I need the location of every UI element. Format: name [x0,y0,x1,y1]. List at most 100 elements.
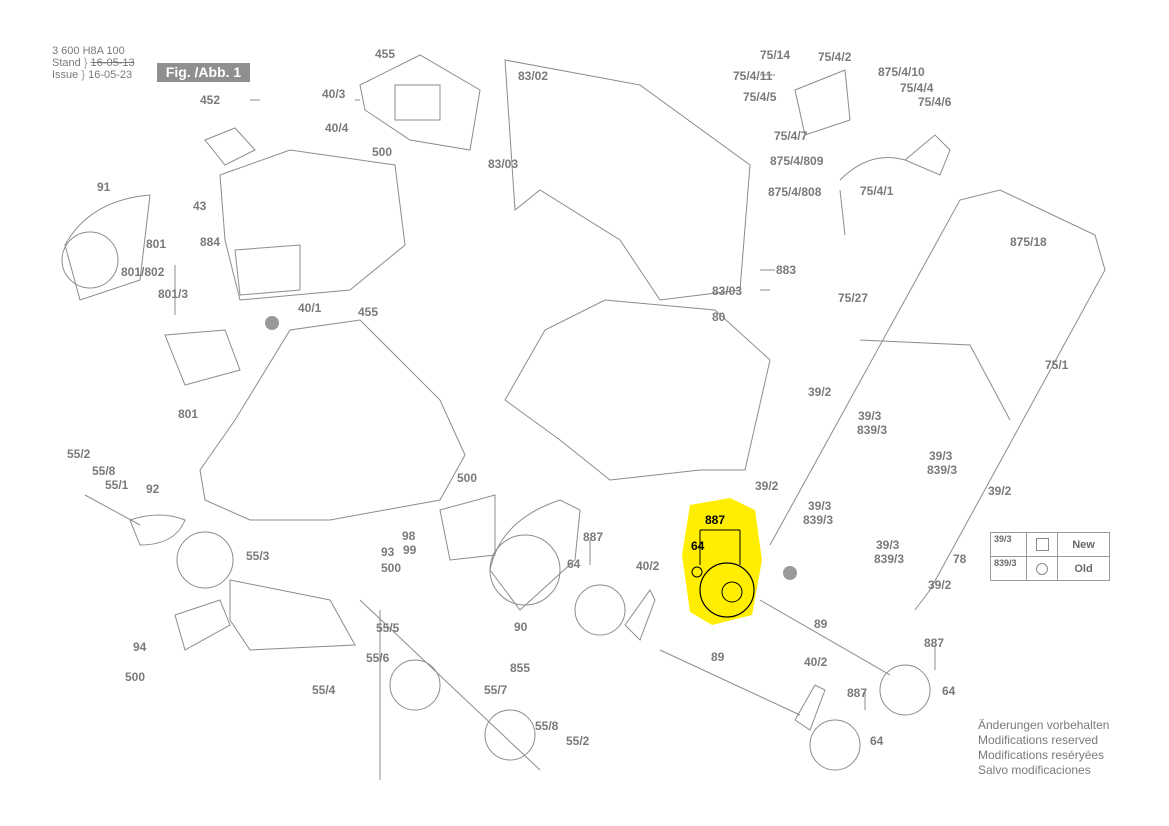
part-label: 39/3 [929,449,953,463]
part-label: 55/7 [484,683,508,697]
doc-number: 3 600 H8A 100 [52,45,125,57]
lever-40-2-drawing [624,589,656,641]
part-label: 55/2 [566,734,590,748]
part-label: 500 [381,561,401,575]
part-label: 883 [776,263,796,277]
part-label: 90 [514,620,528,634]
part-label: 839/3 [857,423,887,437]
part-label: 75/4/1 [860,184,894,198]
part-label: 39/2 [755,479,779,493]
cover-window-drawing [394,84,441,121]
circle-icon [1036,562,1048,575]
highlighted-wheel-hub [721,581,743,603]
part-label: 83/03 [488,157,518,171]
note-line: Änderungen vorbehalten [978,718,1110,732]
cable-drawing [839,157,906,236]
part-label: 875/4/10 [878,65,925,79]
legend-status: New [1072,538,1095,551]
part-label: 80 [712,310,726,324]
part-label: 39/2 [928,578,952,592]
part-label: 75/4/2 [818,50,852,64]
part-label: 75/1 [1045,358,1069,372]
part-label: 875/4/808 [768,185,822,199]
part-label: 801/802 [121,265,165,279]
part-label: 43 [193,199,207,213]
part-label: 839/3 [874,552,904,566]
part-label: 99 [403,543,417,557]
part-label: 75/4/4 [900,81,934,95]
highlight-leader [699,529,741,565]
pulley-55-3-drawing [176,531,234,589]
part-label: 75/27 [838,291,868,305]
part-label: 55/3 [246,549,270,563]
note-line: Modifications reserved [978,733,1099,747]
guard-fan-drawing [61,231,119,289]
part-label: 875/18 [1010,235,1047,249]
stand-label: Stand [52,57,81,69]
part-label: 98 [402,529,416,543]
switch-housing-drawing [794,69,851,136]
axle-89-lower-drawing [659,649,801,716]
part-label: 93 [381,545,395,559]
grass-box-drawing [504,299,771,481]
part-label: 500 [457,471,477,485]
shaft-55-1-drawing [84,494,141,526]
motor-drawing [164,329,241,386]
part-label: 55/1 [105,478,129,492]
modification-notes: Änderungen vorbehalten Modifications res… [978,718,1109,778]
part-label: 500 [372,145,392,159]
part-label: 55/8 [535,719,559,733]
legend-row-old: 839/3 Old [991,557,1109,580]
part-status-legend: 39/3 New 839/3 Old [990,532,1110,581]
highlighted-cap [691,566,703,578]
plate-99-drawing [439,494,496,561]
part-label: 64 [870,734,884,748]
part-label: 455 [375,47,395,61]
roller-drawing [229,579,356,651]
part-label: 83/03 [712,284,742,298]
part-label: 887 [924,636,944,650]
issue-label: Issue [52,69,79,81]
issue-date: 16-05-23 [88,69,133,81]
grass-box-lid-drawing [504,59,751,301]
part-label: 89 [814,617,828,631]
bracket-94-drawing [174,599,231,651]
callout-x-marker [265,316,279,330]
battery-cover-drawing [359,54,481,151]
part-label: 839/3 [927,463,957,477]
stand-date: 16-05-13 [90,57,135,69]
hood-grille-drawing [234,244,301,296]
part-label: 40/4 [325,121,349,135]
callout-x-marker-2 [783,566,797,580]
highlighted-part [682,498,762,625]
document-header: 3 600 H8A 100 Stand } 16-05-13 Issue } 1… [52,45,135,81]
part-label: 875/4/809 [770,154,824,168]
highlighted-part-label: 64 [691,539,705,553]
motor-hood-drawing [219,149,406,301]
belt-cover-90-drawing [489,499,581,611]
part-label: 455 [358,305,378,319]
part-label: 839/3 [803,513,833,527]
part-label: 884 [200,235,220,249]
part-label: 75/4/5 [743,90,777,104]
part-label: 83/02 [518,69,548,83]
wheel-887-rear2-drawing [809,719,861,771]
housing-drawing [199,319,466,521]
part-label: 55/8 [92,464,116,478]
axle-89-upper-drawing [759,599,891,676]
part-label: 452 [200,93,220,107]
figure-badge: Fig. /Abb. 1 [157,63,250,82]
wheel-887-front-drawing [574,584,626,636]
part-label: 75/4/6 [918,95,952,109]
part-label: 55/2 [67,447,91,461]
part-label: 75/14 [760,48,790,62]
part-label: 40/2 [804,655,828,669]
part-label: 78 [953,552,967,566]
part-label: 89 [711,650,725,664]
square-icon [1035,538,1049,551]
part-label: 500 [125,670,145,684]
roller-end-55-7-drawing [484,709,536,761]
